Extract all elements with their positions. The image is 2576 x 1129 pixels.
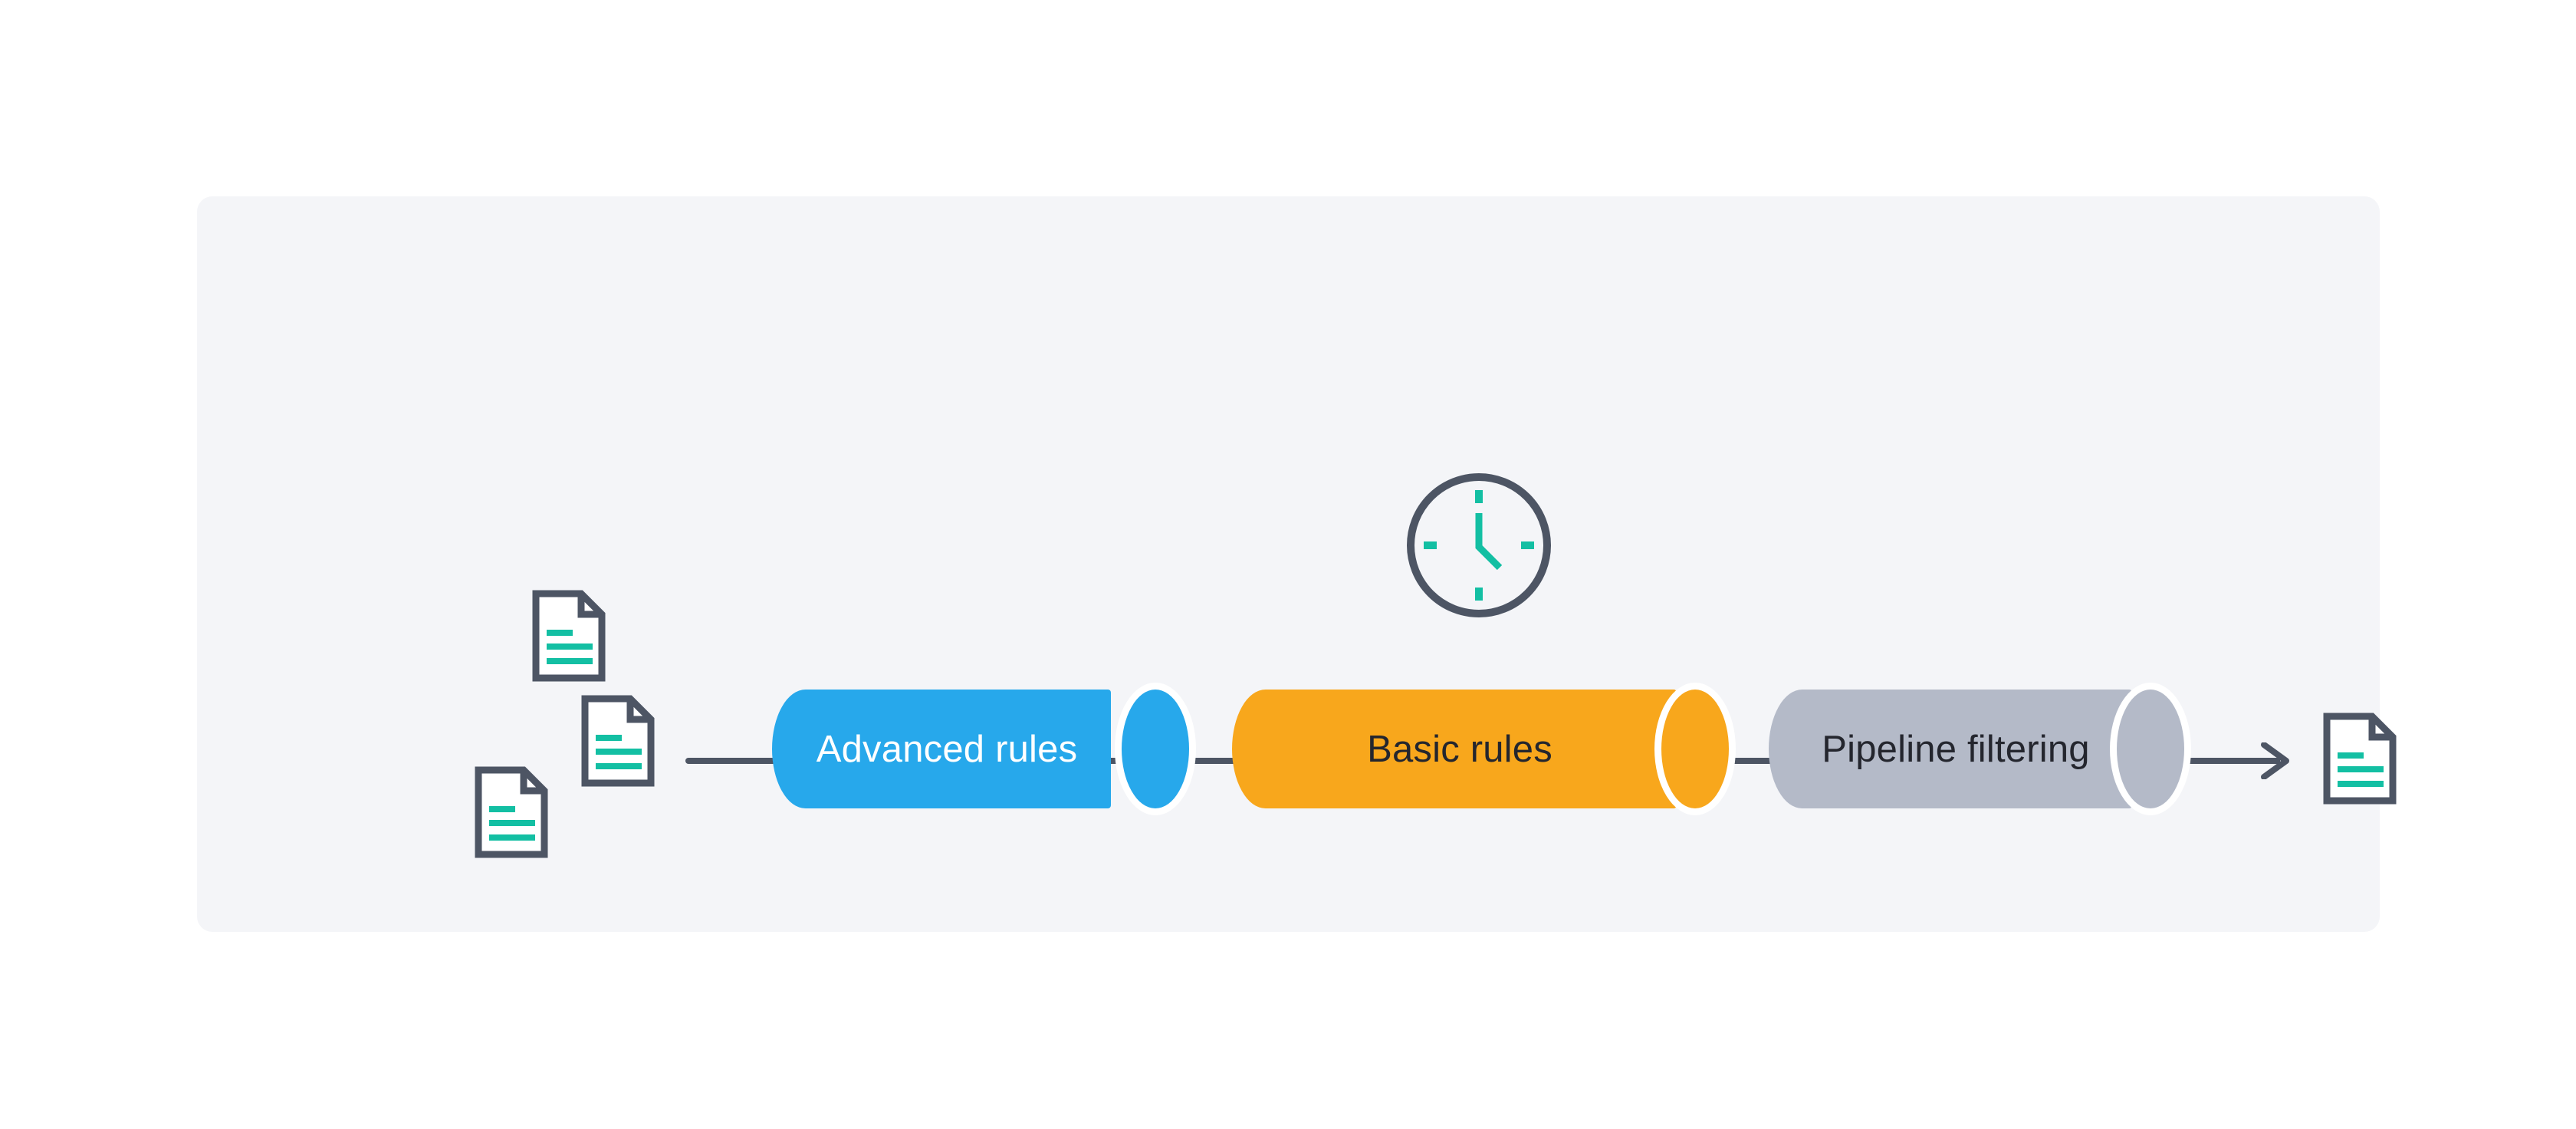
stage-basic-rules: Basic rules [1232, 690, 1677, 808]
input-document-icon-3 [471, 766, 552, 858]
stage-advanced-rules-label: Advanced rules [816, 728, 1078, 770]
connector-input-line [685, 758, 776, 764]
document-icon [475, 766, 548, 858]
diagram-panel: Advanced rules Basic rules Pipeline filt… [197, 196, 2397, 932]
stage-advanced-rules: Advanced rules [772, 690, 1111, 808]
input-document-icon-1 [528, 590, 610, 682]
document-icon [532, 590, 606, 682]
document-icon [2323, 713, 2397, 805]
clock-icon [1407, 473, 1551, 617]
stage-basic-rules-cap [1654, 683, 1736, 815]
stage-pipeline-filtering-cap [2110, 683, 2191, 815]
stage-pipeline-filtering-label: Pipeline filtering [1822, 728, 2090, 770]
stage-advanced-rules-cap [1115, 683, 1196, 815]
input-document-icon-2 [577, 695, 659, 787]
document-icon [581, 695, 655, 787]
stage-basic-rules-label: Basic rules [1367, 728, 1552, 770]
output-document-icon [2319, 713, 2400, 805]
stage-pipeline-filtering: Pipeline filtering [1769, 690, 2132, 808]
